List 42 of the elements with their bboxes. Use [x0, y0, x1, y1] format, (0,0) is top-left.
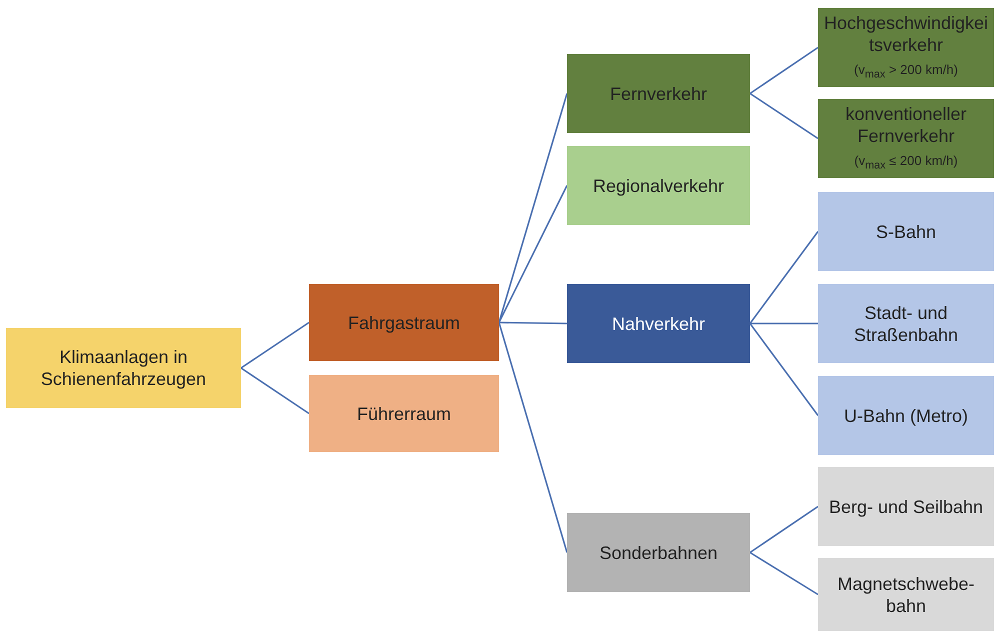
category-label: Fahrgastraum: [348, 312, 460, 334]
connector-line: [750, 552, 818, 596]
category-box: [6, 328, 241, 408]
category-box: [818, 376, 994, 455]
category-box: [567, 284, 750, 363]
connector-line: [749, 231, 819, 324]
connector-line: [240, 367, 310, 414]
connector-line: [749, 323, 819, 416]
category-box: [567, 54, 750, 133]
speed-note: (v$_{max}$ > 200 km/h): [854, 62, 958, 83]
category-box: [818, 99, 994, 178]
category-label: Magnetschwebe-bahn: [836, 572, 976, 616]
category-box: [567, 513, 750, 592]
category-label: S-Bahn: [876, 220, 936, 242]
category-box: [818, 192, 994, 271]
connector-line: [750, 92, 818, 140]
category-label: Nahverkehr: [612, 312, 706, 334]
category-box: [309, 284, 499, 361]
category-label: Fernverkehr: [610, 82, 708, 104]
speed-note: (v$_{max}$ ≤ 200 km/h): [854, 153, 958, 174]
category-label: konventioneller Fernverkehr: [844, 103, 968, 148]
connector-line: [498, 185, 568, 323]
connector-line: [498, 322, 568, 553]
category-label: Stadt- und Straßenbahn: [852, 302, 960, 346]
connector-line: [750, 46, 818, 94]
category-label: U-Bahn (Metro): [844, 404, 968, 426]
connector-line: [498, 322, 568, 324]
category-label: Regionalverkehr: [592, 174, 724, 196]
connector-line: [750, 322, 818, 324]
category-label: Berg- und Seilbahn: [828, 496, 984, 518]
category-box: [567, 146, 750, 225]
category-label: Sonderbahnen: [599, 542, 718, 564]
category-box: [818, 8, 994, 87]
category-box: [309, 375, 499, 452]
category-label: Hochgeschwindigkeitsverkehr: [822, 12, 990, 56]
category-box: [818, 558, 994, 631]
connector-line: [240, 322, 310, 369]
category-box: [818, 467, 994, 546]
category-label: Führerraum: [356, 402, 452, 424]
category-label: Klimaanlagen in Schienenfahrzeugen: [40, 346, 208, 390]
category-box: [818, 284, 994, 363]
connector-line: [750, 506, 818, 554]
